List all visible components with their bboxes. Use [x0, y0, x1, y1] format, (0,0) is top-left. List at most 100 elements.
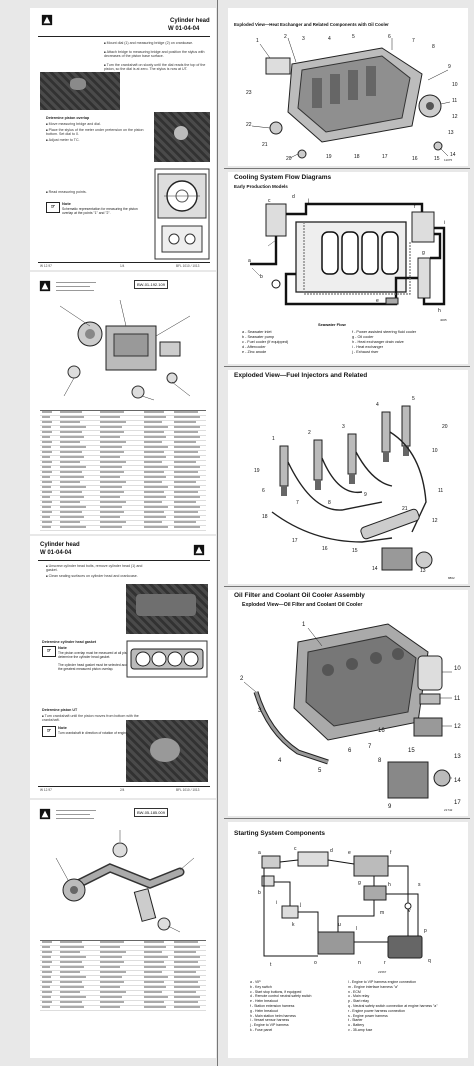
callout-label: 8: [328, 500, 331, 506]
figure-number: 8862: [448, 576, 455, 580]
section-heading: Determine cylinder head gasket: [42, 640, 97, 644]
note-label: Note: [58, 645, 67, 650]
note-icon: ☞: [42, 646, 56, 657]
callout-label: v: [408, 908, 411, 914]
diagram-caption: Seawater Flow: [318, 322, 346, 327]
callout-label: i: [444, 220, 445, 226]
callout-label: 18: [262, 514, 268, 520]
parts-table: [40, 940, 206, 1011]
callout-label: u: [338, 922, 341, 928]
callout-label: 7: [296, 500, 299, 506]
callout-label: j: [299, 902, 301, 908]
callout-label: 20: [442, 424, 448, 430]
section-title: Starting System Components: [234, 830, 326, 837]
callout-label: 13: [420, 568, 426, 574]
legend-item: d - Aftercooler: [242, 345, 266, 349]
legend-item: h - Main station helm harness: [250, 1013, 296, 1018]
note-label: Note: [58, 725, 67, 730]
callout-label: 6: [348, 748, 352, 754]
callout-label: 16: [378, 728, 385, 734]
head-gasket-drawing: [126, 640, 208, 678]
callout-label: 11: [438, 488, 443, 494]
callout-label: 9: [388, 804, 392, 810]
exploded-engine-drawing: [59, 299, 191, 401]
callout-label: 9: [364, 492, 367, 498]
legend-item: k - Fuse panel: [250, 1027, 273, 1032]
callout-label: c: [268, 198, 271, 204]
callout-label: 7: [368, 744, 372, 750]
parts-table: [40, 410, 206, 531]
callout-label: 18: [354, 154, 360, 160]
instruction-step: Unscrew cylinder head bolts, remove cyli…: [46, 564, 150, 573]
callout-label: g: [422, 250, 425, 256]
callout-label: 5: [352, 34, 355, 40]
callout-label: 17: [382, 154, 388, 160]
callout-label: 5: [412, 396, 415, 402]
legend-item: d - Remote control neutral safety switch: [250, 994, 312, 999]
callout-label: 4: [328, 36, 331, 42]
instruction-step: Attach bridge to measuring bridge and po…: [104, 50, 208, 59]
instruction-step: Turn crankshaft until the piston moves f…: [42, 714, 146, 723]
legend-item: n - ECM: [348, 989, 361, 994]
legend-item: i - Vessel sensor harness: [250, 1018, 290, 1023]
callout-label: 17: [454, 800, 461, 806]
callout-label: 3: [258, 708, 262, 714]
callout-label: 11: [454, 696, 461, 702]
legend-item: b - Key switch: [250, 984, 272, 989]
photo-piston-ut: [126, 720, 208, 782]
section-code: W 01-04-04: [168, 26, 200, 32]
callout-label: h: [388, 882, 391, 888]
callout-label: 17: [292, 538, 298, 544]
note-label: Note: [62, 201, 71, 206]
legend-left: a - VIP b - Key switch c - Start stop bu…: [250, 980, 311, 1033]
callout-label: 8: [432, 44, 435, 50]
legend-item: a - Seawater inlet: [242, 330, 272, 334]
callout-label: 14: [454, 778, 461, 784]
legend-item: f - Power assisted steering fluid cooler: [352, 330, 417, 334]
callout-label: 13: [454, 754, 461, 760]
legend-item: c - Start stop buttons, if equipped: [250, 989, 302, 994]
manual-page-parts-2: BW-05-185.009: [30, 800, 216, 1058]
footer-page: 2/4: [120, 788, 125, 792]
instruction-step: Place the stylus of the meter under pret…: [46, 128, 150, 137]
callout-label: 20: [286, 156, 292, 162]
callout-label: 10: [452, 82, 458, 88]
note-text: The piston overlap must be measured at a…: [58, 651, 137, 659]
section-title: Cooling System Flow Diagrams: [234, 174, 332, 181]
callout-label: 6: [262, 488, 265, 494]
photo-measuring-bridge: [154, 112, 210, 162]
photo-dial-on-crankcase: [40, 72, 120, 110]
callout-label: f: [414, 204, 416, 210]
legend-item: b - Seawater pump: [242, 335, 275, 339]
drawing-code: BW-05-185.009: [134, 808, 168, 817]
callout-label: 15: [408, 748, 415, 754]
figure-number: 21567: [378, 970, 387, 974]
callout-label: 14: [372, 566, 378, 572]
legend-item: g - Helm breakout: [250, 1008, 278, 1013]
callout-label: 12: [454, 724, 461, 730]
instruction-step: Move measuring bridge and dial.: [46, 122, 150, 126]
legend-item: g - Oil cooler: [352, 335, 374, 339]
legend-item: l - Engine to VIP harness engine connect…: [348, 980, 417, 984]
callout-label: 19: [326, 154, 332, 160]
callout-label: f: [390, 850, 392, 856]
figure-number: 11075: [444, 158, 453, 162]
callout-label: g: [358, 880, 361, 886]
deutz-logo-icon: [41, 14, 53, 26]
legend-item: j - Engine to VIP harness: [250, 1023, 289, 1028]
section-title: Exploded View—Fuel Injectors and Related: [234, 372, 368, 379]
callout-label: b: [258, 890, 261, 896]
footer-date: W 12.97: [40, 264, 52, 268]
legend-item: p - Start relay: [348, 999, 370, 1004]
legend-item: e - Helm breakout: [250, 999, 278, 1004]
manual-page-parts-1: BW-01-192.109: [30, 272, 216, 534]
callout-label: m: [380, 910, 384, 916]
callout-label: 4: [278, 758, 282, 764]
callout-label: e: [376, 298, 379, 304]
legend-item: t - Starter: [348, 1018, 363, 1023]
legend-item: m - Engine interface harness "a": [348, 984, 399, 989]
callout-label: 4: [376, 402, 379, 408]
instruction-step: Clean sealing surfaces on cylinder head …: [46, 574, 150, 578]
instruction-step: Turn the crankshaft on slowly until the …: [104, 63, 208, 72]
